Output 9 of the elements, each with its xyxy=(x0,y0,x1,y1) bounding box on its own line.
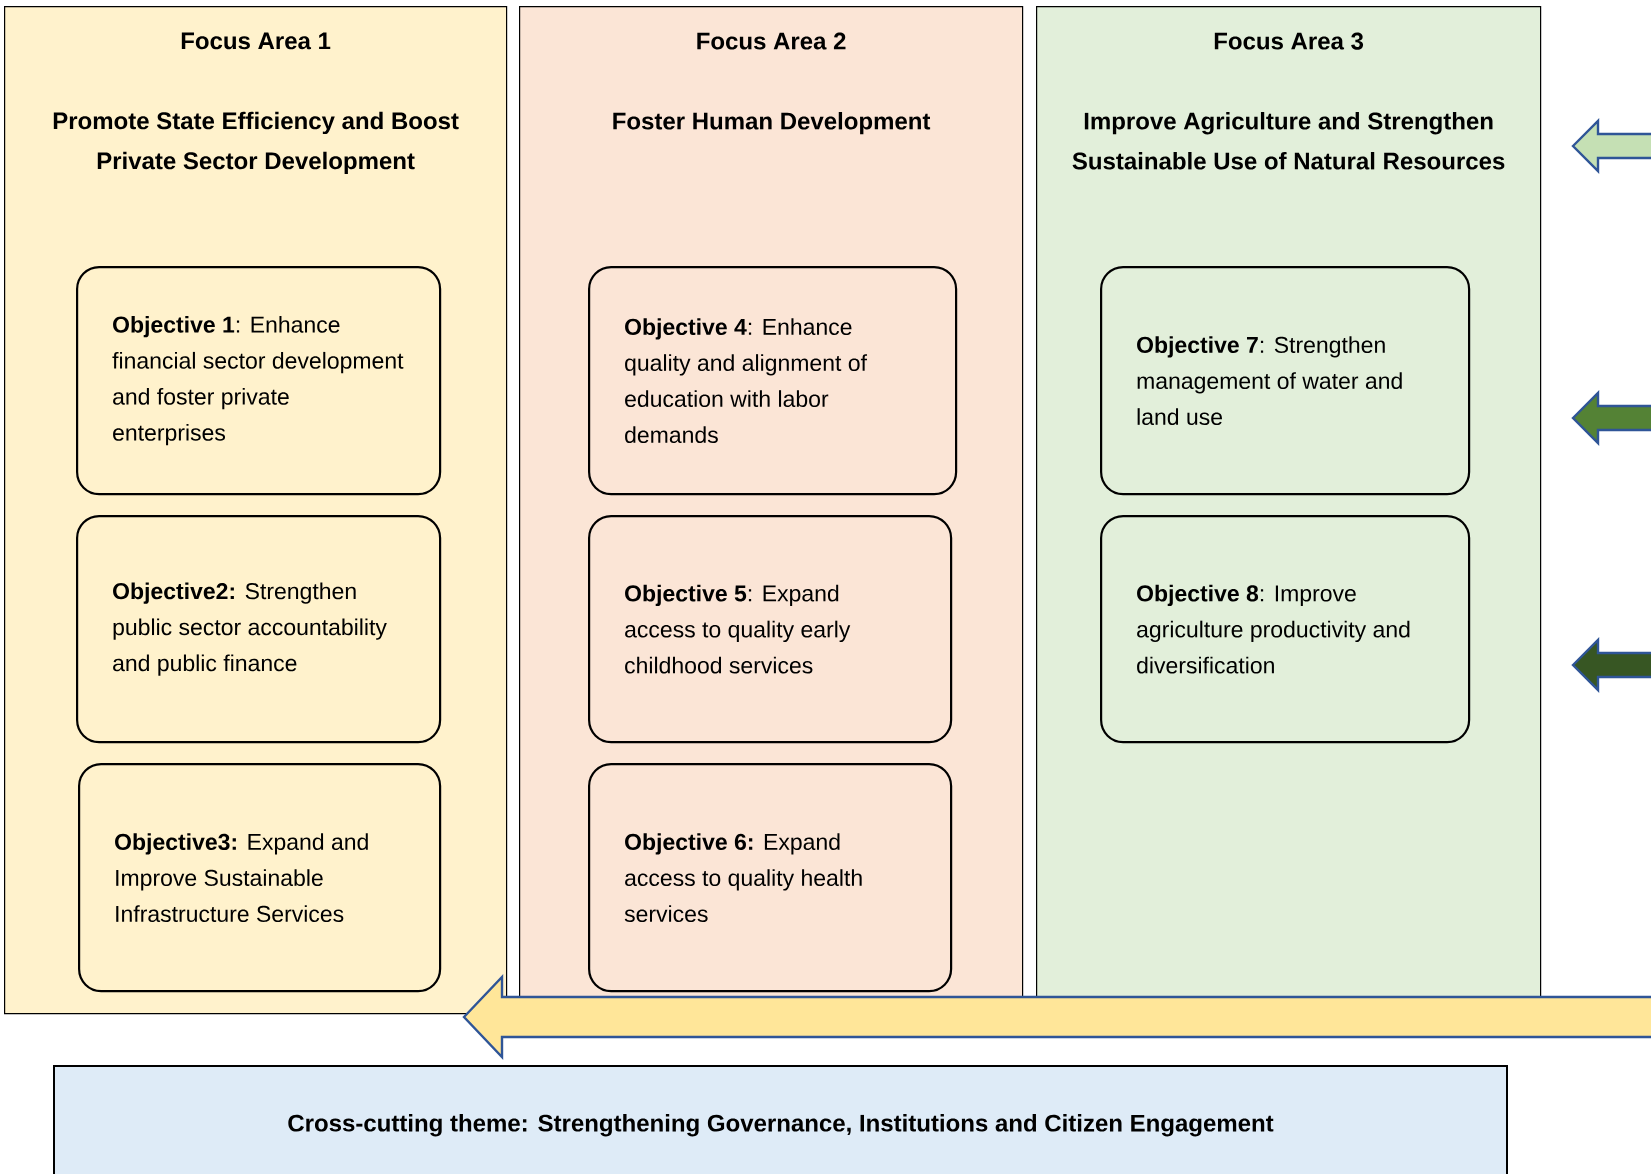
objective-box: Objective2: Strengthen public sector accountability and public finance xyxy=(76,515,442,744)
objective-box: Objective3: Expand and Improve Sustainable Infrastructure Services xyxy=(78,763,442,993)
objective-box: Objective 8: Improve agriculture productivity and diversification xyxy=(1100,515,1471,744)
objective-box: Objective 4: Enhance quality and alignment of education with labor demands xyxy=(588,266,958,496)
objective-box: Objective 6: Expand access to quality health services xyxy=(588,763,953,993)
objective-box: Objective 5: Expand access to quality early childhood services xyxy=(588,515,953,744)
theme-band: Cross-cutting theme: Strengthening Governance, Institutions and Citizen Engagement xyxy=(53,1065,1508,1174)
objective-box: Objective 1: Enhance financial sector development and foster private enterprises xyxy=(76,266,442,496)
objective-box: Objective 7: Strengthen management of water and land use xyxy=(1100,266,1471,496)
